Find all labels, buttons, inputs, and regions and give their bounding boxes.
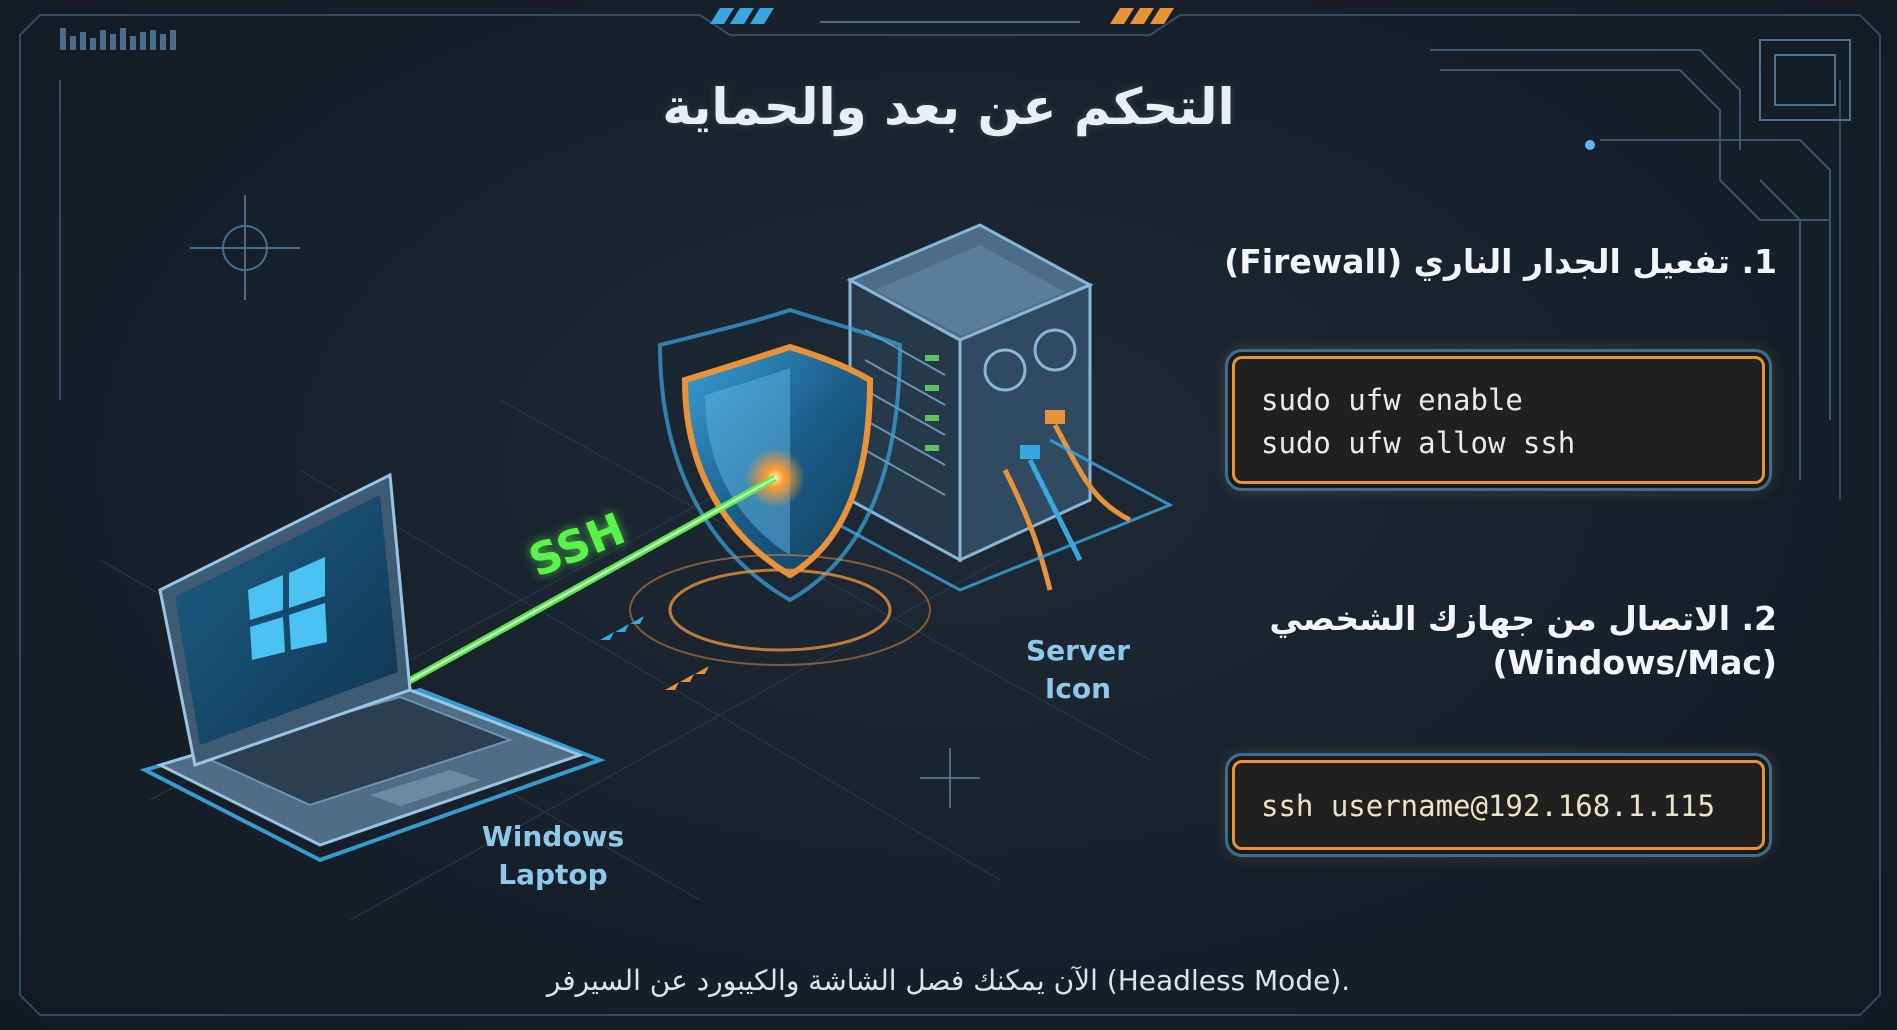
crosshair-icon — [190, 195, 980, 808]
top-accents — [710, 8, 1174, 24]
laptop-label: Windows Laptop — [478, 818, 628, 894]
server-icon — [829, 223, 1174, 592]
step-connect-line1: 2. الاتصال من جهازك الشخصي — [1269, 599, 1777, 638]
code-line: ssh username@192.168.1.115 — [1261, 789, 1715, 823]
server-label: Server Icon — [1018, 632, 1138, 708]
laptop-label-line1: Windows — [481, 820, 625, 853]
server-label-line2: Icon — [1044, 672, 1112, 705]
shield-icon — [629, 307, 931, 666]
circuit-lines — [1430, 39, 1851, 480]
footer-note: الآن يمكنك فصل الشاشة والكيبورد عن السير… — [546, 964, 1351, 997]
step-firewall-heading: 1. تفعيل الجدار الناري (Firewall) — [1224, 242, 1777, 281]
frame-decoration — [19, 14, 1881, 1016]
step-connect-line2: (Windows/Mac) — [1492, 643, 1777, 682]
firewall-code-block: sudo ufw enable sudo ufw allow ssh — [1232, 356, 1765, 484]
top-left-bars — [60, 28, 176, 50]
windows-logo-icon — [248, 557, 327, 660]
code-line: sudo ufw enable — [1261, 383, 1523, 417]
ssh-code-block: ssh username@192.168.1.115 — [1232, 760, 1765, 850]
glow-dot — [1585, 140, 1595, 150]
direction-arrows — [600, 616, 644, 640]
server-label-line1: Server — [1025, 634, 1130, 667]
laptop-label-line2: Laptop — [498, 858, 608, 891]
laptop-icon — [139, 472, 606, 863]
page-title: التحكم عن بعد والحماية — [662, 78, 1235, 136]
code-line: sudo ufw allow ssh — [1261, 426, 1576, 460]
step-connect-heading: 2. الاتصال من جهازك الشخصي (Windows/Mac) — [1269, 597, 1777, 685]
